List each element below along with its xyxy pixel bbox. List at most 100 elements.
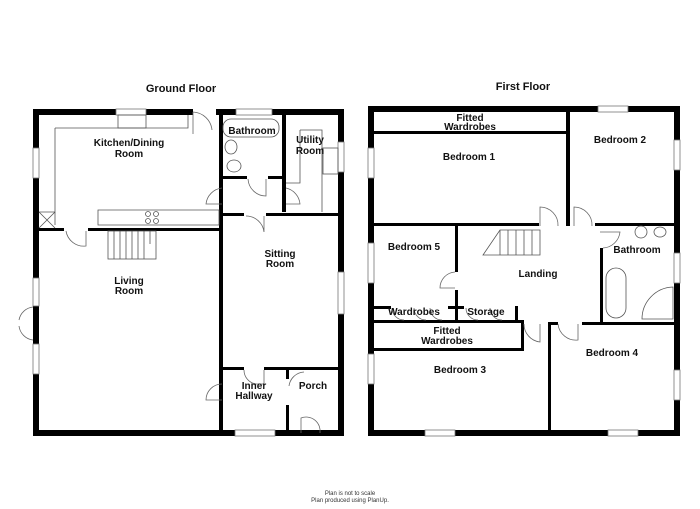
- door: [247, 178, 267, 197]
- room-label-porch: Porch: [299, 381, 327, 392]
- wall: [216, 109, 344, 115]
- window: [607, 429, 639, 437]
- hob-icon: [153, 211, 159, 217]
- room-label-utility: Utility: [296, 135, 324, 146]
- door: [285, 187, 301, 205]
- door: [288, 371, 305, 387]
- window: [32, 277, 40, 307]
- window: [32, 147, 40, 179]
- door: [192, 111, 213, 134]
- window: [235, 108, 273, 116]
- door: [523, 323, 541, 343]
- room-label-fitted-wardrobes: Wardrobes: [444, 122, 496, 133]
- wall: [515, 306, 518, 321]
- wall: [286, 367, 289, 379]
- window: [673, 139, 681, 171]
- wall: [219, 213, 223, 243]
- wall: [268, 176, 286, 179]
- room-label-living: Room: [115, 286, 143, 297]
- room-label-inner-hallway: Inner: [242, 381, 267, 392]
- room-label-storage: Storage: [467, 307, 505, 318]
- window: [115, 108, 147, 116]
- appliance-icon: [38, 211, 56, 229]
- room-label-fitted-wardrobes: Wardrobes: [421, 336, 473, 347]
- toilet-icon: [226, 159, 242, 173]
- room-label-bedroom-3: Bedroom 3: [434, 365, 487, 376]
- door: [245, 215, 265, 233]
- room-label-bedroom-5: Bedroom 5: [388, 242, 441, 253]
- wall: [455, 226, 458, 272]
- door: [205, 383, 223, 401]
- door: [205, 187, 223, 205]
- first-floor-plan: First Floor: [367, 81, 681, 437]
- bath-icon: [605, 267, 627, 319]
- wall: [368, 430, 680, 436]
- wall: [371, 320, 524, 323]
- room-label-utility: Room: [296, 146, 324, 157]
- room-label-wardrobes: Wardrobes: [388, 307, 440, 318]
- scale-note: Plan is not to scale: [325, 491, 376, 497]
- worktop: [97, 209, 220, 226]
- first-floor-title: First Floor: [496, 81, 551, 93]
- wall: [222, 213, 244, 216]
- wall: [219, 258, 223, 433]
- wall: [600, 248, 603, 324]
- storage-doors: [465, 307, 503, 321]
- window: [234, 429, 276, 437]
- wall: [282, 112, 286, 212]
- wall: [448, 306, 464, 309]
- ground-floor-title: Ground Floor: [146, 83, 217, 95]
- wall: [219, 176, 247, 179]
- sink-icon: [322, 147, 339, 175]
- room-label-bathroom: Bathroom: [613, 245, 660, 256]
- wall: [33, 109, 39, 436]
- window: [597, 105, 629, 113]
- window: [424, 429, 456, 437]
- wall: [521, 320, 524, 350]
- window: [673, 369, 681, 401]
- wall: [548, 322, 558, 325]
- shower-icon: [641, 286, 674, 320]
- window: [673, 252, 681, 284]
- worktop: [54, 115, 189, 225]
- room-label-bathroom: Bathroom: [228, 126, 275, 137]
- wall: [222, 367, 244, 370]
- wall: [368, 106, 680, 112]
- room-label-landing: Landing: [519, 269, 558, 280]
- wall: [582, 322, 677, 325]
- wall: [371, 131, 566, 134]
- french-doors: [18, 306, 34, 341]
- wall: [88, 228, 222, 231]
- worktop: [286, 129, 323, 212]
- room-label-fitted-wardrobes: Fitted: [456, 113, 483, 124]
- wall: [33, 430, 344, 436]
- room-label-fitted-wardrobes: Fitted: [433, 326, 460, 337]
- door: [557, 323, 579, 341]
- staircase: [482, 229, 541, 256]
- wall: [264, 367, 340, 370]
- door: [243, 369, 265, 385]
- ground-floor-plan: Ground Floor: [18, 83, 345, 437]
- room-label-sitting: Sitting: [264, 249, 295, 260]
- window: [367, 242, 375, 284]
- basin-icon: [224, 139, 238, 155]
- credit-note: Plan produced using PlanUp.: [311, 498, 389, 504]
- hob-icon: [145, 211, 151, 217]
- wall: [548, 324, 551, 433]
- door: [573, 206, 593, 227]
- window: [337, 271, 345, 315]
- door: [65, 230, 87, 247]
- room-label-living: Living: [114, 276, 143, 287]
- wall: [266, 213, 340, 216]
- door: [300, 416, 321, 434]
- room-label-kitchen: Kitchen/Dining: [94, 138, 165, 149]
- window: [367, 147, 375, 179]
- bath-icon: [222, 118, 280, 138]
- wardrobe-doors: [391, 307, 443, 321]
- wall: [371, 306, 391, 309]
- window: [367, 353, 375, 385]
- door: [600, 231, 621, 249]
- wall: [371, 223, 539, 226]
- toilet-icon: [653, 226, 667, 238]
